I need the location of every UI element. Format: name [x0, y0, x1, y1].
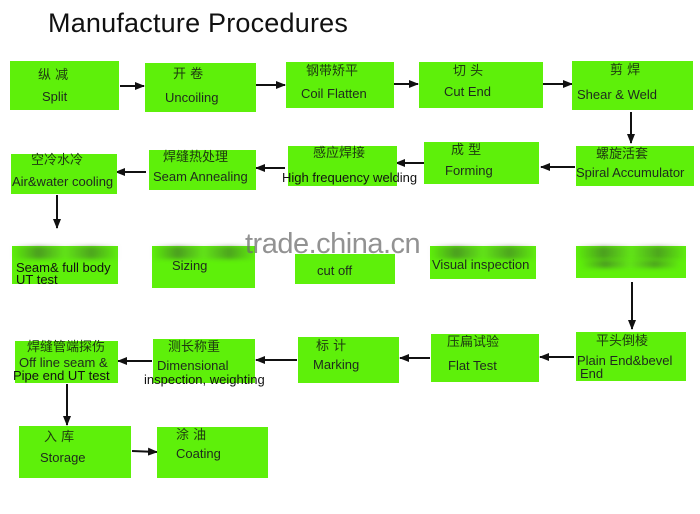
step-label-en: Cut End — [444, 84, 491, 99]
step-label-en: cut off — [317, 263, 353, 278]
step-label-en: Plain End&bevel — [577, 353, 673, 368]
step-label-cn: 标 计 — [316, 339, 347, 354]
step-label-en: Flat Test — [448, 358, 497, 373]
step-label-en-line2: UT test — [16, 272, 58, 287]
step-spiral-accumulator: 螺旋活套 Spiral Accumulator — [576, 146, 694, 186]
step-label-cn: 切 头 — [453, 64, 484, 79]
step-forming: 成 型 Forming — [424, 142, 539, 184]
step-storage: 入 库 Storage — [19, 426, 131, 478]
step-label-en-line2: End — [580, 366, 604, 381]
watermark: trade.china.cn — [245, 228, 421, 260]
step-label-en: Off line seam & — [19, 355, 108, 370]
step-label-cn: 涂 油 — [176, 428, 207, 443]
step-label-cn: 成 型 — [451, 143, 482, 158]
step-label-en: Coil Flatten — [301, 86, 367, 101]
step-label-en: Spiral Accumulator — [576, 165, 685, 180]
step-label-en: Seam& full body — [16, 260, 111, 275]
step-label-en-line2: Pipe end UT test — [13, 368, 110, 383]
step-cut-off: cut off — [295, 254, 395, 284]
step-label-cn: 钢带矫平 — [306, 64, 359, 79]
obscured-label — [576, 246, 686, 259]
step-seam-annealing: 焊缝热处理 Seam Annealing — [149, 150, 256, 190]
step-coil-flatten: 钢带矫平 Coil Flatten — [286, 62, 394, 108]
step-label-cn: 开 卷 — [173, 67, 204, 82]
obscured-label — [430, 246, 536, 259]
step-plain-end-bevel: 平头倒棱 Plain End&bevel End — [576, 332, 686, 381]
step-label-en: High frequency welding — [282, 170, 418, 185]
step-offline-ut: 焊缝管端探伤 Off line seam & Pipe end UT test — [13, 340, 118, 383]
step-label-en: Split — [42, 89, 68, 104]
step-label-en: Sizing — [172, 258, 208, 273]
step-label-en: Visual inspection — [432, 257, 530, 272]
step-label-en: Air&water cooling — [12, 174, 114, 189]
obscured-label — [152, 246, 255, 259]
step-uncoiling: 开 卷 Uncoiling — [145, 63, 256, 112]
step-hf-welding: 感应焊接 High frequency welding — [282, 146, 417, 186]
step-label-en: Uncoiling — [165, 90, 219, 105]
step-air-water-cooling: 空冷水冷 Air&water cooling — [11, 154, 117, 194]
step-coating: 涂 油 Coating — [157, 427, 268, 478]
step-label-en: Marking — [313, 357, 360, 372]
step-visual-inspection: Visual inspection — [430, 246, 536, 279]
step-label-cn: 剪 焊 — [610, 63, 641, 78]
step-label-cn: 入 库 — [44, 430, 75, 445]
step-label-cn: 螺旋活套 — [596, 147, 649, 162]
step-sizing: Sizing — [152, 246, 255, 288]
arrow-storage-coating — [131, 447, 158, 456]
obscured-label — [580, 260, 680, 268]
step-shear-weld: 剪 焊 Shear & Weld — [572, 61, 693, 110]
step-label-cn: 压扁试验 — [447, 335, 500, 350]
step-label-en: Forming — [445, 163, 493, 178]
step-flat-test: 压扁试验 Flat Test — [431, 334, 539, 382]
step-label-cn: 焊缝热处理 — [163, 150, 229, 165]
page-title: Manufacture Procedures — [48, 8, 349, 38]
obscured-label — [12, 246, 118, 259]
step-label-cn: 平头倒棱 — [596, 334, 649, 349]
step-label-cn: 空冷水冷 — [31, 153, 84, 168]
step-label-en: Coating — [176, 446, 221, 461]
step-label-en: Dimensional — [157, 358, 229, 373]
step-marking: 标 计 Marking — [298, 337, 399, 383]
step-dimensional-inspection: 测长称重 Dimensional inspection, weighting — [144, 339, 265, 386]
step-label-en: Shear & Weld — [577, 87, 657, 102]
step-label-en: Storage — [40, 450, 86, 465]
step-label-en-line2: inspection, weighting — [144, 372, 265, 387]
step-cut-end: 切 头 Cut End — [419, 62, 543, 108]
step-label-cn: 测长称重 — [168, 340, 221, 355]
step-ut-test: Seam& full body UT test — [12, 246, 118, 287]
step-label-cn: 感应焊接 — [313, 146, 366, 161]
step-label-cn: 纵 减 — [38, 68, 69, 83]
step-hydro-test — [576, 246, 686, 278]
step-label-cn: 焊缝管端探伤 — [27, 340, 106, 355]
step-split: 纵 减 Split — [10, 61, 119, 110]
step-label-en: Seam Annealing — [153, 169, 248, 184]
